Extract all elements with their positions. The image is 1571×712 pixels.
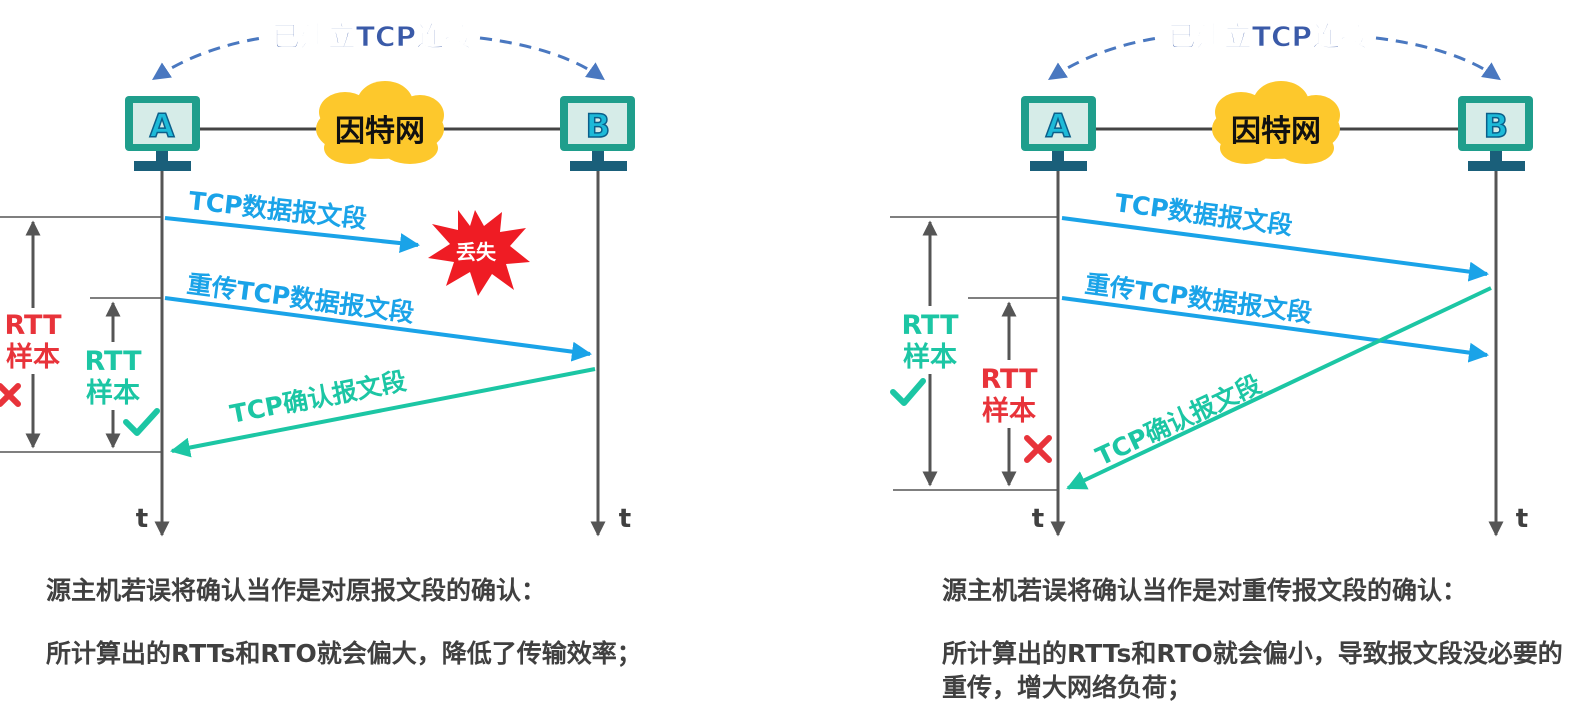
right-rtt-inner-cross-icon	[1024, 435, 1052, 463]
left-rtt-inner-check-icon	[123, 408, 160, 436]
right-diagram: 已建立TCP连接 因特网 A B t t	[890, 20, 1533, 537]
right-rtt-inner-label-2: 样本	[982, 395, 1036, 427]
right-cloud-icon	[1212, 81, 1340, 164]
left-lost-burst-icon	[428, 210, 530, 296]
left-computer-a-icon	[125, 96, 200, 171]
right-caption-line2: 所计算出的RTTs和RTO就会偏小，导致报文段没必要的重传，增大网络负荷；	[942, 639, 1563, 702]
left-retransmit-arrow	[164, 296, 592, 362]
left-rtt-outer-label-2: 样本	[6, 341, 60, 373]
left-retransmit-label: 重传TCP数据报文段	[185, 269, 416, 328]
right-rtt-outer-label-2: 样本	[903, 341, 957, 373]
left-data-segment-label: TCP数据报文段	[187, 186, 368, 234]
right-time-label-b: t	[1516, 504, 1528, 534]
left-ack-arrow	[170, 367, 596, 458]
right-retransmit-label: 重传TCP数据报文段	[1083, 269, 1314, 328]
right-rtt-inner-label-1: RTT	[980, 364, 1038, 395]
left-diagram: 已建立TCP连接 因特网 A B	[0, 20, 635, 537]
right-connection-label: 已建立TCP连接	[1168, 20, 1368, 53]
left-lost-label: 丢失	[456, 240, 497, 264]
right-retransmit-arrow	[1061, 296, 1489, 363]
left-computer-b-icon	[560, 96, 635, 171]
left-rtt-inner-label-2: 样本	[86, 377, 140, 409]
left-cloud-icon	[316, 81, 444, 164]
right-time-label-a: t	[1032, 504, 1044, 534]
left-rtt-outer-cross-icon	[0, 383, 21, 407]
right-rtt-outer-label-1: RTT	[901, 310, 959, 341]
left-connection-label: 已建立TCP连接	[272, 20, 472, 53]
right-data-segment-arrow	[1061, 216, 1489, 282]
left-caption-line2: 所计算出的RTTs和RTO就会偏大，降低了传输效率；	[46, 639, 642, 668]
left-time-label-b: t	[619, 504, 631, 534]
right-rtt-outer-check-icon	[890, 378, 926, 406]
right-connection-arc	[1051, 36, 1498, 78]
left-host-b-label: B	[586, 107, 610, 145]
right-computer-a-icon	[1021, 96, 1096, 171]
right-computer-b-icon	[1458, 96, 1533, 171]
left-ack-label: TCP确认报文段	[228, 366, 409, 429]
left-time-label-a: t	[136, 504, 148, 534]
left-cloud-label: 因特网	[335, 114, 425, 149]
left-data-segment-arrow	[164, 216, 420, 254]
left-rtt-outer-label-1: RTT	[4, 310, 62, 341]
left-host-a-label: A	[150, 107, 175, 145]
right-host-a-label: A	[1046, 107, 1071, 145]
right-caption-line1: 源主机若误将确认当作是对重传报文段的确认：	[942, 576, 1468, 605]
right-cloud-label: 因特网	[1231, 114, 1321, 149]
left-connection-arc	[155, 36, 602, 78]
left-rtt-inner-label-1: RTT	[84, 346, 142, 377]
left-caption-line1: 源主机若误将确认当作是对原报文段的确认：	[46, 576, 547, 605]
right-ack-arrow	[1066, 286, 1492, 490]
right-host-b-label: B	[1484, 107, 1508, 145]
right-data-segment-label: TCP数据报文段	[1113, 188, 1294, 240]
right-ack-label: TCP确认报文段	[1091, 370, 1265, 472]
